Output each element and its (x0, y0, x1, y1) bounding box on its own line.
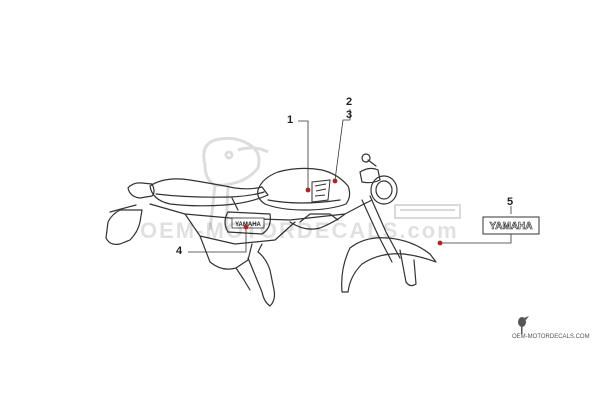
leader-1 (298, 120, 309, 190)
seat (149, 178, 269, 207)
callout-2: 2 (346, 96, 353, 108)
marker-4 (243, 224, 249, 230)
rear-tail-section (127, 182, 155, 199)
footer-watermark-text: OEM-MOTORDECALS.COM (512, 334, 590, 340)
leader-5b (440, 234, 512, 244)
part5-decal: YAMAHA (482, 216, 540, 235)
part5-decal-text: YAMAHA (490, 221, 533, 232)
front-forks (361, 199, 393, 263)
motorcycle-outline (105, 153, 437, 307)
part-markers (243, 178, 443, 246)
watermark-bird-icon (202, 136, 269, 231)
footer-bird-icon (518, 316, 529, 334)
leader-lines (188, 109, 512, 253)
marker-5 (437, 240, 443, 246)
frame (149, 199, 373, 221)
callout-3: 3 (346, 109, 353, 121)
side-cover-decal-text: YAMAHA (235, 222, 261, 228)
callout-1: 1 (287, 114, 294, 126)
marker-1 (305, 187, 311, 193)
front-fender (341, 237, 437, 293)
headlight (370, 175, 398, 205)
side-cover-panel (224, 211, 271, 235)
callout-4: 4 (176, 245, 183, 257)
leader-2-3 (334, 109, 351, 181)
callout-5: 5 (507, 196, 514, 208)
leader-4 (188, 228, 247, 253)
marker-2 (332, 178, 338, 184)
watermark-text: OEM-MOTORDECALS.com (140, 218, 459, 243)
fuel-tank (257, 167, 351, 211)
tank-badge-graphic (311, 179, 331, 203)
watermark-banner (394, 204, 461, 219)
